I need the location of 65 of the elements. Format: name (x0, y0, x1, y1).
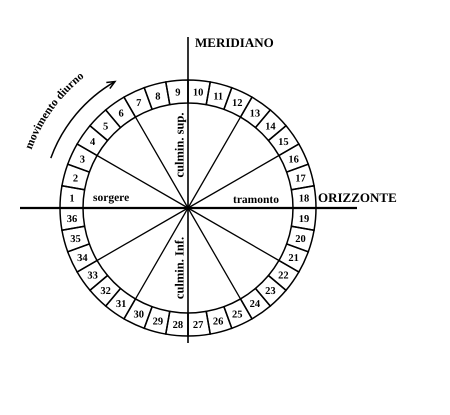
segment-number: 12 (232, 98, 242, 110)
segment-number: 24 (250, 299, 260, 310)
dial-segment (187, 310, 211, 337)
segment-number: 2 (72, 174, 78, 185)
dial-segment (268, 124, 300, 156)
dial-segment (205, 306, 233, 335)
dial-segment (104, 96, 136, 128)
segment-number: 5 (103, 121, 108, 132)
segment-number: 28 (172, 320, 184, 331)
dial-segment (66, 143, 98, 173)
dial-segment (286, 163, 315, 191)
segment-number: 31 (116, 299, 126, 310)
segment-number: 11 (213, 91, 224, 102)
segment-number: 32 (100, 286, 111, 298)
point-label: tramonto (233, 194, 279, 206)
dial-segment (143, 81, 171, 110)
segment-number: 35 (70, 234, 81, 245)
segment-number: 33 (87, 270, 98, 282)
dial-segment (76, 124, 108, 156)
point-label: sorgere (93, 192, 130, 204)
segment-number: 30 (134, 309, 144, 320)
segment-number: 13 (250, 108, 260, 120)
dial-segment (278, 243, 310, 273)
segment-number: 27 (192, 320, 204, 331)
dial-segment (143, 306, 171, 335)
dial-segment (66, 243, 98, 273)
segment-number: 17 (295, 174, 306, 185)
segment-number: 6 (118, 108, 124, 120)
segment-number: 16 (288, 154, 299, 166)
segment-number: 4 (90, 136, 96, 148)
dial-segment (59, 185, 86, 209)
segment-number: 20 (295, 234, 306, 245)
dial-segment (61, 163, 90, 191)
segment-number: 22 (278, 270, 289, 282)
segment-number: 26 (212, 316, 224, 328)
dial-segment (290, 207, 317, 231)
dial-segment (123, 86, 153, 118)
segment-number: 34 (77, 253, 88, 264)
dial-segment (205, 81, 233, 110)
axis-label: ORIZZONTE (318, 190, 397, 205)
dial-segment (286, 225, 315, 253)
segment-number: 1 (69, 194, 75, 205)
dial-segment (165, 310, 189, 337)
segment-number: 36 (66, 214, 78, 225)
segment-number: 18 (298, 194, 310, 205)
dial-segment (290, 185, 317, 209)
segment-number: 23 (265, 286, 276, 298)
segment-number: 19 (298, 214, 310, 225)
dial-segment (59, 207, 86, 231)
segment-number: 14 (265, 121, 276, 132)
axis-label: culmin. sup. (172, 112, 186, 178)
segment-number: 25 (232, 309, 242, 320)
axis-label: MERIDIANO (195, 35, 274, 50)
segment-number: 3 (80, 154, 86, 166)
segment-number: 9 (175, 88, 180, 99)
dial-segment (61, 225, 90, 253)
dial-segment (187, 79, 211, 106)
segment-number: 21 (288, 253, 299, 264)
segment-number: 8 (155, 91, 160, 102)
axis-label: culmin. Inf. (172, 236, 186, 300)
dial-segment (165, 79, 189, 106)
segment-number: 10 (192, 88, 204, 99)
segment-number: 7 (136, 98, 142, 110)
segment-number: 15 (278, 136, 289, 148)
segment-number: 29 (152, 316, 164, 328)
